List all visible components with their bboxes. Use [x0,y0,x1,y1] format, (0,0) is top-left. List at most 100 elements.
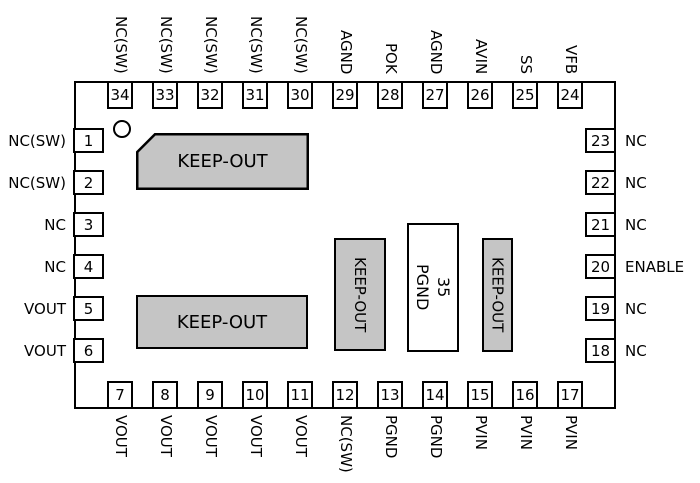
pin-11-label: VOUT [292,415,310,457]
keepout-bottom: KEEP-OUT [136,295,308,349]
pin-25-number: 25 [515,86,535,104]
pin-13-label: PGND [382,415,400,459]
pin-18-label: NC [625,341,647,360]
pin-11-number: 11 [290,386,310,404]
pin-30-number: 30 [290,86,310,104]
pin-6-number: 6 [83,341,94,360]
pin-1-number: 1 [83,131,94,150]
pin-34-number: 34 [110,86,130,104]
pin-14: 14 [422,381,448,409]
pin-14-label: PGND [427,415,445,459]
pin-27-number: 27 [425,86,445,104]
pin-27-label: AGND [427,29,445,74]
pin-12: 12 [332,381,358,409]
pin-28: 28 [377,81,403,109]
pin-7: 7 [107,381,133,409]
pin-19-number: 19 [590,299,611,318]
pin-12-label: NC(SW) [337,415,355,473]
pin-15-label: PVIN [472,415,490,450]
pin-30: 30 [287,81,313,109]
pin-4-number: 4 [83,257,94,276]
pin-34-label: NC(SW) [112,16,130,74]
pin-7-label: VOUT [112,415,130,457]
center-pad-label: 35 PGND [413,264,453,311]
pin-26-number: 26 [470,86,490,104]
pin-33-label: NC(SW) [157,16,175,74]
pin-13: 13 [377,381,403,409]
pin-19: 19 [585,296,616,321]
pin-24: 24 [557,81,583,109]
pin-21: 21 [585,212,616,237]
pin-12-number: 12 [335,386,355,404]
pin-27: 27 [422,81,448,109]
pin-32-label: NC(SW) [202,16,220,74]
pin-29: 29 [332,81,358,109]
keepout-top-shape [136,133,309,190]
pin-16: 16 [512,381,538,409]
pin-23-number: 23 [590,131,611,150]
pin-8-number: 8 [160,386,170,404]
pin-6: 6 [73,338,104,363]
pin-23-label: NC [625,131,647,150]
pin-3-label: NC [44,215,66,234]
pin-16-label: PVIN [517,415,535,450]
pin-29-label: AGND [337,29,355,74]
pin-10-label: VOUT [247,415,265,457]
pin-15: 15 [467,381,493,409]
pin1-indicator-icon [113,120,131,138]
pin-4: 4 [73,254,104,279]
pin-24-label: VFB [562,44,580,74]
keepout-mid-left: KEEP-OUT [334,238,386,351]
pin-17-number: 17 [560,386,580,404]
pin-20-number: 20 [590,257,611,276]
pin-8-label: VOUT [157,415,175,457]
pin-22-label: NC [625,173,647,192]
pin-18-number: 18 [590,341,611,360]
pin-33-number: 33 [155,86,175,104]
pin-21-number: 21 [590,215,611,234]
pin-5-label: VOUT [24,299,66,318]
pin-20-label: ENABLE [625,257,685,276]
pin-31-label: NC(SW) [247,16,265,74]
pin-20: 20 [585,254,616,279]
pin-3: 3 [73,212,104,237]
pin-17: 17 [557,381,583,409]
pin-2-label: NC(SW) [8,173,66,192]
pin-34: 34 [107,81,133,109]
pin-5: 5 [73,296,104,321]
pin-25-label: SS [517,54,535,74]
pin-22: 22 [585,170,616,195]
pin-9-label: VOUT [202,415,220,457]
pin-14-number: 14 [425,386,445,404]
pin-32: 32 [197,81,223,109]
pin-23: 23 [585,128,616,153]
pin-25: 25 [512,81,538,109]
pin-31: 31 [242,81,268,109]
pin-1: 1 [73,128,104,153]
pin-26: 26 [467,81,493,109]
pin-22-number: 22 [590,173,611,192]
pin-10-number: 10 [245,386,265,404]
keepout-mid-right: KEEP-OUT [482,238,513,352]
pin-4-label: NC [44,257,66,276]
pin-18: 18 [585,338,616,363]
pin-29-number: 29 [335,86,355,104]
pin-3-number: 3 [83,215,94,234]
pin-30-label: NC(SW) [292,16,310,74]
pin-19-label: NC [625,299,647,318]
pin-26-label: AVIN [472,38,490,74]
pin-11: 11 [287,381,313,409]
pin-28-label: POK [382,43,400,74]
pin-17-label: PVIN [562,415,580,450]
pin-24-number: 24 [560,86,580,104]
pin-1-label: NC(SW) [8,131,66,150]
pin-9-number: 9 [205,386,215,404]
pin-21-label: NC [625,215,647,234]
keepout-mid-right-label: KEEP-OUT [488,257,507,333]
keepout-mid-left-label: KEEP-OUT [351,256,369,333]
pin-32-number: 32 [200,86,220,104]
pin-28-number: 28 [380,86,400,104]
pin-9: 9 [197,381,223,409]
pin-33: 33 [152,81,178,109]
